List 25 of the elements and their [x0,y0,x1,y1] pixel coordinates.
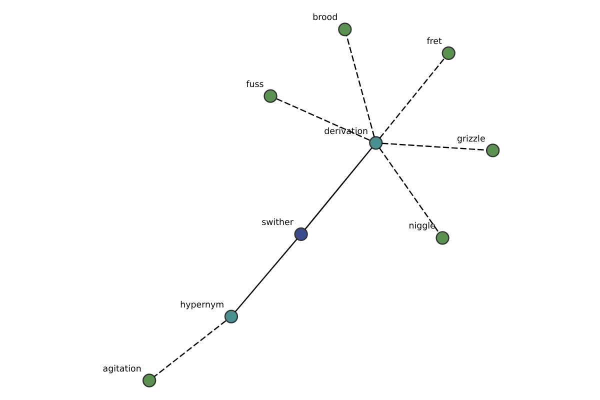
node-circle [486,144,500,158]
connector [382,142,487,151]
node-label: fuss [246,80,264,90]
connector [304,147,372,230]
node-circle [264,89,278,103]
node-label: grizzle [456,134,486,144]
connector [346,35,375,137]
node-circle [142,374,156,388]
connector [378,148,440,234]
node-circle [436,231,450,245]
node-label: hypernym [180,300,224,310]
connector [154,320,226,378]
node-circle [224,310,238,324]
node-label: fret [426,36,442,47]
node-circle [369,136,383,150]
connector [276,98,370,141]
node-label: niggle [408,222,436,232]
node-circle [338,22,352,36]
node-circle [442,46,456,60]
connector [379,58,446,138]
node-label: agitation [102,364,142,374]
node-label: swither [262,218,294,228]
node-label: brood [312,13,338,24]
node-circle [294,227,308,242]
connector [234,238,298,312]
